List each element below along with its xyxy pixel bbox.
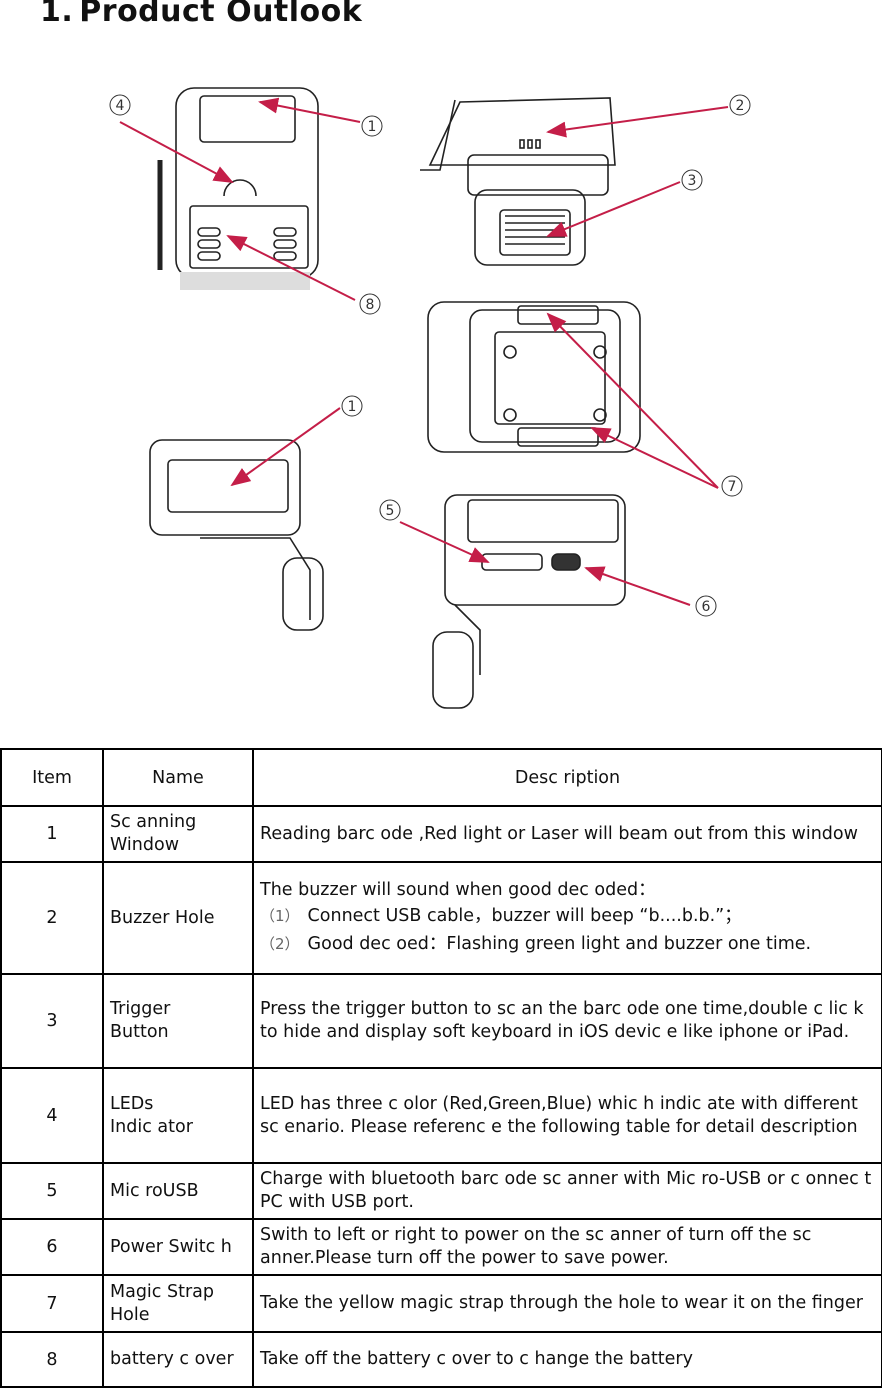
table-header-row: Item Name Desc ription	[0, 748, 882, 807]
svg-text:6: 6	[702, 599, 711, 615]
name-line: Window	[110, 835, 180, 855]
product-outlook-figure: 1 2 3 4 5 6 7 8 1	[109, 87, 751, 709]
description-text: Take the yellow magic strap through the …	[260, 1293, 863, 1313]
svg-text:5: 5	[386, 503, 395, 519]
subitem-text: Connect USB cable，buzzer will beep “b...…	[307, 905, 742, 926]
header-item: Item	[0, 748, 104, 807]
callout-7: 7	[721, 475, 743, 497]
description-cell: Charge with bluetooth barc ode sc anner …	[252, 1162, 882, 1220]
description-text: Swith to left or right to power on the s…	[260, 1225, 812, 1268]
header-name: Name	[102, 748, 254, 807]
callout-3: 3	[681, 169, 703, 191]
description-text: Take off the battery c over to c hange t…	[260, 1349, 693, 1369]
callout-8: 8	[359, 293, 381, 315]
name-cell: battery c over	[102, 1331, 254, 1388]
device-back-view	[427, 301, 641, 453]
callout-arrows	[119, 97, 729, 606]
svg-text:8: 8	[366, 297, 375, 313]
description-text: Reading barc ode ,Red light or Laser wil…	[260, 823, 858, 844]
table-row: 8 battery c over Take off the battery c ov…	[0, 1331, 882, 1388]
callout-2: 2	[729, 94, 751, 116]
item-cell: 4	[0, 1067, 104, 1164]
item-cell: 6	[0, 1218, 104, 1276]
device-side-view	[420, 97, 616, 266]
device-bottom-underside-view	[432, 494, 626, 709]
name-cell: Buzzer Hole	[102, 861, 254, 975]
device-front-view	[157, 87, 319, 290]
item-cell: 2	[0, 861, 104, 975]
description-text: The buzzer will sound when good dec oded…	[260, 879, 656, 900]
item-cell: 3	[0, 973, 104, 1069]
svg-text:3: 3	[688, 173, 697, 189]
description-cell: Take off the battery c over to c hange t…	[252, 1331, 882, 1388]
description-cell: LED has three c olor (Red,Green,Blue) wh…	[252, 1067, 882, 1164]
name-cell: Power Switc h	[102, 1218, 254, 1276]
description-cell: The buzzer will sound when good dec oded…	[252, 861, 882, 975]
description-text: LED has three c olor (Red,Green,Blue) wh…	[260, 1093, 858, 1137]
description-text: Charge with bluetooth barc ode sc anner …	[260, 1169, 872, 1212]
callout-5: 5	[379, 499, 401, 521]
svg-text:4: 4	[116, 98, 125, 114]
svg-text:1: 1	[368, 119, 377, 135]
description-text: Press the trigger button to sc an the ba…	[260, 999, 864, 1042]
table-row: 2 Buzzer Hole The buzzer will sound when g…	[0, 861, 882, 975]
device-bottom-front-view	[149, 439, 324, 631]
name-line: Button	[110, 1022, 169, 1042]
section-number: 1.	[40, 0, 74, 29]
svg-text:7: 7	[728, 479, 737, 495]
item-cell: 1	[0, 805, 104, 863]
callout-4: 4	[109, 94, 131, 116]
name-line: Power Switc h	[110, 1236, 232, 1257]
callout-1: 1	[361, 115, 383, 137]
callout-6: 6	[695, 595, 717, 617]
description-cell: Press the trigger button to sc an the ba…	[252, 973, 882, 1069]
name-line: battery c over	[110, 1349, 234, 1369]
header-description: Desc ription	[252, 748, 882, 807]
name-line: Hole	[110, 1304, 150, 1325]
callout-1-lower: 1	[341, 395, 363, 417]
svg-text:2: 2	[736, 98, 745, 114]
subitem-marker: （1）	[260, 906, 300, 925]
svg-text:1: 1	[348, 399, 357, 415]
description-cell: Take the yellow magic strap through the …	[252, 1274, 882, 1333]
name-line: Trigger	[110, 999, 171, 1019]
description-subitem: （1） Connect USB cable，buzzer will beep “b…	[260, 902, 875, 930]
name-line: Buzzer Hole	[110, 907, 215, 928]
item-cell: 8	[0, 1331, 104, 1388]
item-cell: 5	[0, 1162, 104, 1220]
table-row: 5 Mic roUSB Charge with bluetooth barc ode…	[0, 1162, 882, 1220]
section-title: Product Outlook	[79, 0, 363, 29]
name-line: Magic Strap	[110, 1281, 214, 1302]
description-cell: Reading barc ode ,Red light or Laser wil…	[252, 805, 882, 863]
item-cell: 7	[0, 1274, 104, 1333]
subitem-text: Good dec oed：Flashing green light and bu…	[307, 933, 812, 954]
name-line: Sc anning	[110, 812, 197, 832]
section-heading: 1.Product Outlook	[40, 0, 362, 29]
table-row: 6 Power Switc h Swith to left or right to …	[0, 1218, 882, 1276]
description-cell: Swith to left or right to power on the s…	[252, 1218, 882, 1276]
name-cell: Mic roUSB	[102, 1162, 254, 1220]
name-line: LEDs	[110, 1093, 154, 1114]
subitem-marker: （2）	[260, 934, 300, 953]
description-subitem: （2） Good dec oed：Flashing green light and…	[260, 930, 875, 958]
name-line: Indic ator	[110, 1116, 193, 1137]
name-line: Mic roUSB	[110, 1180, 199, 1201]
